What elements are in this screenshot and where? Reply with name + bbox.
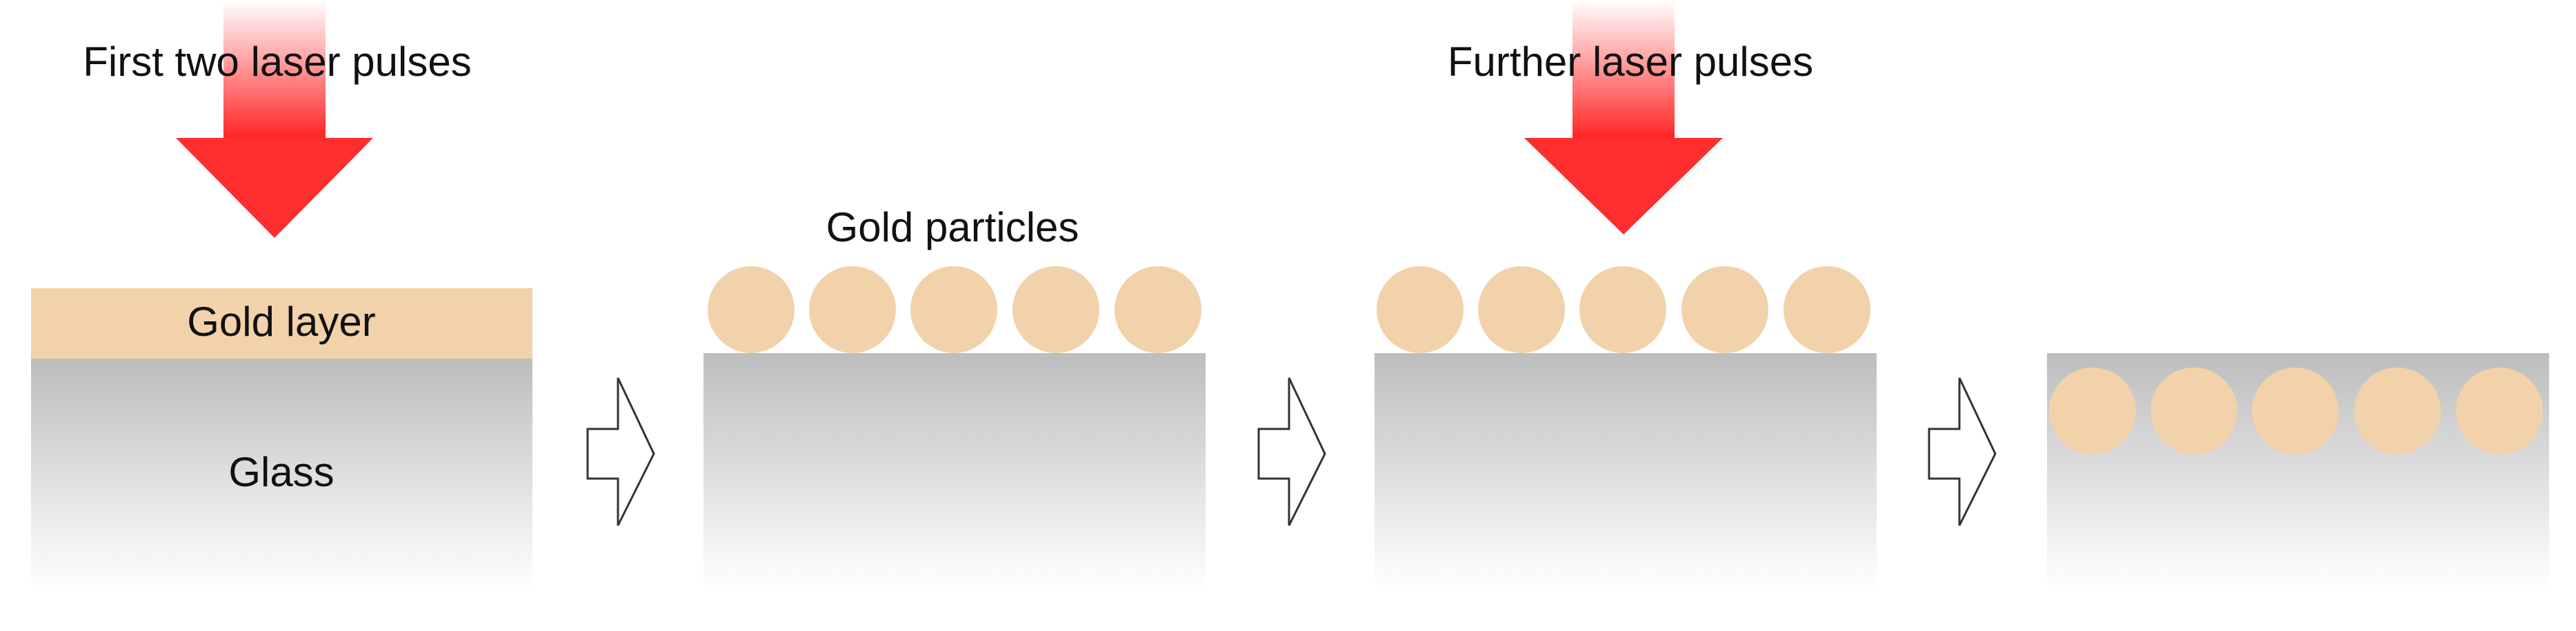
glass-label: Glass [228, 449, 334, 495]
glass-substrate-3 [1375, 353, 1877, 590]
gold-particle [1478, 266, 1565, 353]
process-arrow-2 [1257, 377, 1326, 526]
stage-1-gold-layer-on-glass: Gold layer Glass First two laser pulses [31, 0, 532, 590]
gold-particle [1115, 266, 1201, 353]
stage-4-embedded [2047, 353, 2549, 590]
stage-3-further-pulses: Further laser pulses [1375, 0, 1877, 590]
first-pulses-label: First two laser pulses [83, 39, 472, 85]
gold-layer [31, 288, 532, 359]
gold-layer-label: Gold layer [187, 299, 375, 345]
gold-particle [809, 266, 896, 353]
gold-particle [1579, 266, 1666, 353]
gold-particles-2 [708, 266, 1201, 353]
further-pulses-label: Further laser pulses [1448, 39, 1813, 85]
process-arrow-1 [586, 377, 655, 526]
gold-particle [2252, 368, 2339, 454]
laser-pulse-arrow-2 [1524, 0, 1723, 234]
gold-particle [1681, 266, 1768, 353]
gold-particle [2150, 368, 2237, 454]
gold-particle [2049, 368, 2136, 454]
gold-particle [2354, 368, 2441, 454]
gold-particle [708, 266, 795, 353]
gold-particle [1012, 266, 1099, 353]
gold-particles-4 [2049, 368, 2543, 454]
gold-particles-label: Gold particles [826, 204, 1079, 250]
gold-particle [2456, 368, 2543, 454]
gold-particle [910, 266, 997, 353]
glass-substrate-2 [703, 353, 1206, 590]
gold-particle [1377, 266, 1464, 353]
gold-particle [1784, 266, 1870, 353]
glass-substrate-1 [31, 359, 532, 590]
stage-2-particles: Gold particles [703, 204, 1206, 590]
laser-pulse-arrow-1 [176, 0, 373, 238]
process-arrow-3 [1928, 377, 1997, 526]
gold-particles-3 [1377, 266, 1870, 353]
